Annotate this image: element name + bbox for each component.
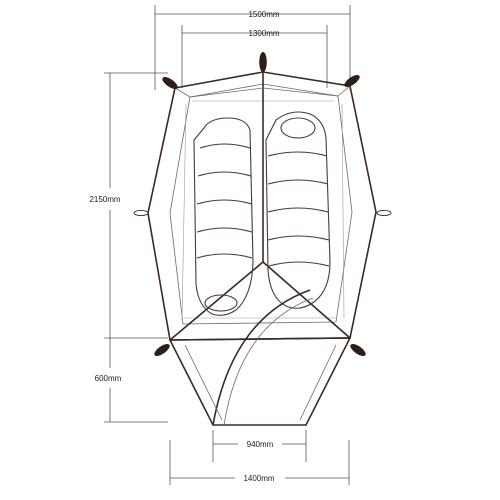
label-outer-width: 1500mm [248,10,279,19]
label-vestibule-inner-width: 940mm [247,440,274,449]
fly-outline [147,71,377,341]
label-inner-width: 1300mm [248,29,279,38]
stake-icon [154,343,170,357]
stake-icon [259,52,267,72]
sleeping-bag-left [193,117,254,316]
mesh-panel [181,100,345,321]
stake-icon [162,76,178,90]
dimension-vestibule-depth [104,338,168,423]
label-length: 2150mm [89,195,120,204]
vestibule [168,289,352,426]
door-zip-inner [223,297,314,426]
vestibule-outline [168,337,352,426]
side-peg-icon [376,209,392,217]
ridge-top-left [189,87,264,98]
stake-icon [344,74,360,88]
stake-icon [350,343,366,357]
dimension-length [104,72,168,339]
door-zip-outer [212,289,311,426]
sleeping-bag-right-hood [280,117,316,139]
label-vestibule-depth: 600mm [95,374,122,383]
ridge-left [169,261,264,341]
ridge-right [262,261,351,339]
sleeping-bag-left-hood [204,294,238,312]
sleeping-bag-right [265,111,331,309]
dimension-outer-width [154,5,351,90]
inner-tent-outline [169,83,353,325]
dimension-inner-width [181,25,328,88]
side-peg-icon [133,209,149,217]
dimension-vestibule-outer-width [169,440,350,485]
dimension-vestibule-inner-width [212,430,307,462]
label-vestibule-outer-width: 1400mm [243,474,274,483]
ridge-top-right [262,87,339,97]
stakes [133,52,392,357]
tent-body [147,71,377,341]
